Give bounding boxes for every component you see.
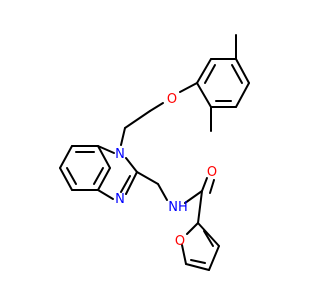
bond [59,145,73,169]
bond [124,110,151,129]
bond [235,82,250,108]
bond [157,183,168,201]
bond [196,82,212,108]
bond [203,230,214,247]
benzimidazole-n3-label: N [115,192,125,207]
structure-svg: O N N NH O O [59,34,250,271]
imidazole-ring [97,145,138,200]
bond [196,58,212,84]
bond [120,175,131,193]
bond [93,167,104,185]
bond [125,171,138,195]
bond [97,145,111,169]
bond [197,190,203,224]
bond [120,127,126,146]
bond [185,263,210,271]
furan-ring [181,222,220,271]
bond [184,190,203,204]
bond [231,64,243,84]
carbonyl-bond [201,177,208,192]
bond [179,82,198,93]
benzimidazole-n1-label: N [115,147,125,162]
bond [59,167,73,191]
carbonyl-bond [209,179,215,194]
bond [136,171,159,185]
dimethylphenyl-ring [196,58,250,108]
bond [66,167,77,185]
bond [97,145,115,154]
bond [208,245,220,271]
molecule-diagram: O N N NH O O [59,34,250,271]
bond [125,157,138,173]
carbonyl-oxygen-label: O [207,165,217,180]
bond [149,102,164,112]
bond [97,167,111,191]
bond [97,189,114,200]
bond [197,222,220,247]
benzene-ring [59,145,111,191]
amide-nh-label: NH [168,200,188,215]
bond [190,259,206,264]
bond [186,222,199,235]
bond [181,244,187,265]
bond [235,58,250,84]
bond [204,64,216,84]
ether-oxygen-label: O [167,92,177,107]
furan-oxygen-label: O [175,234,185,249]
